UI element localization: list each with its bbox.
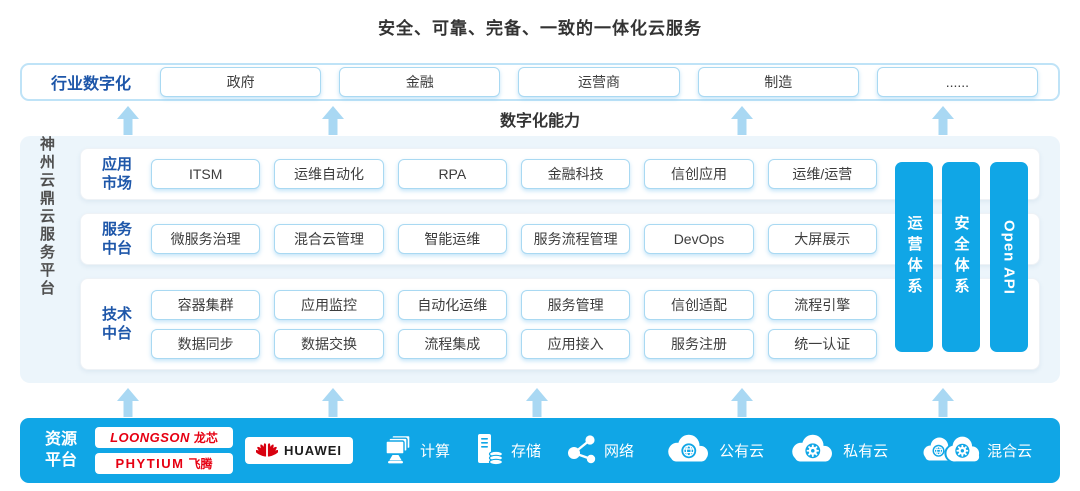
node-app-access: 应用接入 [520, 328, 631, 359]
storage-icon [474, 433, 504, 469]
pillar-security-system: 安全体系 [942, 162, 980, 352]
app-market-row: 应用 市场 ITSM 运维自动化 RPA 金融科技 信创应用 运维/运营 [80, 148, 1040, 200]
node-rpa: RPA [397, 159, 507, 189]
node-devops: DevOps [644, 224, 754, 254]
node-service-registry: 服务注册 [644, 328, 754, 359]
node-aiops: 智能运维 [397, 224, 507, 254]
node-container-cluster: 容器集群 [151, 289, 261, 320]
public-cloud-icon [662, 432, 712, 470]
resource-platform-bar: 资源 平台 LOONGSON 龙芯 PHYTIUM 飞腾 [20, 418, 1060, 483]
private-cloud-icon [786, 432, 836, 470]
tech-middle-items: 容器集群 应用监控 自动化运维 服务管理 信创适配 流程引擎 数据同步 数据交换… [151, 289, 877, 359]
pillar-operation-system: 运营体系 [895, 162, 933, 352]
app-market-items: ITSM 运维自动化 RPA 金融科技 信创应用 运维/运营 [151, 159, 877, 189]
node-ops-automation: 运维自动化 [274, 159, 384, 189]
node-microservice-governance: 微服务治理 [151, 224, 261, 254]
node-hybrid-cloud-mgmt: 混合云管理 [274, 224, 384, 254]
node-ops-operation: 运维/运营 [767, 159, 877, 189]
node-xinchuang-adapt: 信创适配 [644, 289, 754, 320]
resource-arrows-row [0, 387, 1080, 417]
up-arrow-icon [730, 106, 754, 135]
capability-label: 数字化能力 [499, 113, 580, 130]
app-market-label: 应用 市场 [101, 155, 132, 193]
up-arrow-icon [321, 388, 345, 417]
loongson-logo: LOONGSON 龙芯 [95, 427, 234, 448]
resource-item-private-cloud: 私有云 [786, 432, 888, 470]
tech-middle-row: 技术 中台 容器集群 应用监控 自动化运维 服务管理 信创适配 流程引擎 数据同… [80, 278, 1040, 370]
industry-node-government: 政府 [160, 67, 322, 97]
up-arrow-icon [525, 388, 549, 417]
resource-item-compute: 计算 [383, 434, 450, 468]
platform-name: 神州云鼎云服务平台 [38, 136, 55, 298]
node-data-sync: 数据同步 [151, 328, 261, 359]
node-dashboard: 大屏展示 [767, 224, 877, 254]
up-arrow-icon [931, 388, 955, 417]
network-icon [565, 433, 597, 469]
huawei-logo: HUAWEI [245, 437, 354, 464]
industry-node-finance: 金融 [339, 67, 501, 97]
industry-row: 行业数字化 政府 金融 运营商 制造 ...... [20, 63, 1060, 101]
service-middle-row: 服务 中台 微服务治理 混合云管理 智能运维 服务流程管理 DevOps 大屏展… [80, 213, 1040, 265]
node-process-engine: 流程引擎 [767, 289, 877, 320]
service-middle-label: 服务 中台 [101, 220, 132, 258]
pillar-open-api: Open API [990, 162, 1028, 352]
phytium-logo: PHYTIUM 飞腾 [95, 453, 234, 474]
industry-node-operator: 运营商 [518, 67, 680, 97]
compute-icon [383, 434, 413, 468]
node-xinchuang-app: 信创应用 [644, 159, 754, 189]
huawei-fan-icon [255, 439, 280, 463]
platform-panel: 神州云鼎云服务平台 应用 市场 ITSM 运维自动化 RPA 金融科技 信创应用… [20, 136, 1060, 383]
industry-node-more: ...... [876, 67, 1039, 97]
industry-items: 政府 金融 运营商 制造 ...... [160, 67, 1058, 97]
capability-row: 数字化能力 [0, 104, 1080, 135]
node-itsm: ITSM [151, 159, 261, 189]
up-arrow-icon [931, 106, 955, 135]
node-process-integration: 流程集成 [397, 328, 507, 359]
chip-vendors: LOONGSON 龙芯 PHYTIUM 飞腾 [95, 427, 234, 474]
up-arrow-icon [116, 388, 140, 417]
up-arrow-icon [116, 106, 140, 135]
node-fintech: 金融科技 [520, 159, 631, 189]
node-service-flow-mgmt: 服务流程管理 [520, 224, 631, 254]
resource-item-hybrid-cloud: 混合云 [920, 432, 1032, 470]
service-middle-items: 微服务治理 混合云管理 智能运维 服务流程管理 DevOps 大屏展示 [151, 224, 877, 254]
page-title: 安全、可靠、完备、一致的一体化云服务 [378, 19, 702, 38]
resource-item-storage: 存储 [474, 433, 541, 469]
resource-item-public-cloud: 公有云 [662, 432, 764, 470]
industry-node-manufacturing: 制造 [697, 67, 859, 97]
node-unified-auth: 统一认证 [767, 328, 877, 359]
node-service-mgmt: 服务管理 [520, 289, 631, 320]
industry-row-label: 行业数字化 [50, 76, 131, 93]
up-arrow-icon [730, 388, 754, 417]
resource-item-network: 网络 [565, 433, 634, 469]
node-app-monitoring: 应用监控 [274, 289, 384, 320]
node-auto-ops: 自动化运维 [397, 289, 507, 320]
tech-middle-label: 技术 中台 [101, 305, 132, 343]
resource-platform-label: 资源 平台 [45, 430, 78, 469]
hybrid-cloud-icon [920, 432, 980, 470]
node-data-exchange: 数据交换 [274, 328, 384, 359]
up-arrow-icon [321, 106, 345, 135]
